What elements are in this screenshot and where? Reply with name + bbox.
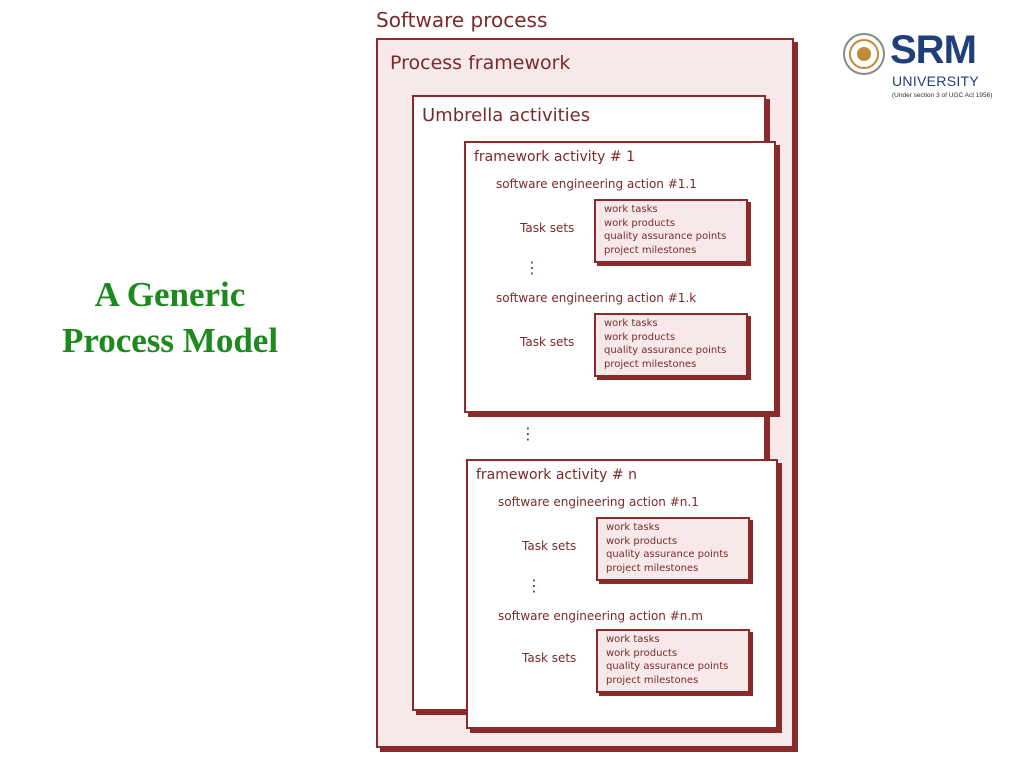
task-set-box: work tasks work products quality assuran… (594, 199, 748, 263)
task-sets-label: Task sets (522, 539, 577, 553)
task-sets-label: Task sets (520, 335, 575, 349)
task-set-box: work tasks work products quality assuran… (596, 517, 750, 581)
task-item: work tasks (604, 204, 658, 215)
task-item: work products (604, 331, 676, 343)
task-set-box: work tasks work products quality assuran… (596, 629, 750, 693)
task-item: project milestones (606, 562, 699, 574)
software-process-label: Software process (376, 8, 548, 32)
task-set-box: work tasks work products quality assuran… (594, 313, 748, 377)
slide-title-line-2: Process Model (61, 321, 279, 360)
process-framework-label: Process framework (390, 52, 571, 74)
framework-activity-title: framework activity # 1 (474, 149, 635, 165)
framework-activity-title: framework activity # n (476, 467, 637, 483)
task-sets-label: Task sets (522, 651, 577, 665)
task-item: work tasks (604, 318, 658, 329)
task-item: quality assurance points (604, 231, 727, 242)
task-item: quality assurance points (606, 661, 729, 672)
task-item: work products (604, 217, 676, 229)
se-action-title: software engineering action #1.k (496, 291, 697, 305)
task-item: work tasks (606, 522, 660, 533)
se-action-title: software engineering action #n.m (498, 609, 703, 623)
se-action-title: software engineering action #n.1 (498, 495, 699, 509)
university-seal-icon (843, 33, 885, 75)
task-item: project milestones (604, 244, 697, 256)
logo-subtitle: (Under section 3 of UGC Act 1956) (892, 92, 993, 99)
process-model-diagram: Software process Process framework Umbre… (370, 0, 810, 768)
task-item: work products (606, 647, 678, 659)
vertical-ellipsis: ⋮ (524, 258, 540, 277)
srm-university-logo: SRM UNIVERSITY (Under section 3 of UGC A… (838, 28, 998, 108)
framework-activity-n-box: framework activity # n software engineer… (466, 459, 778, 729)
task-item: project milestones (604, 358, 697, 370)
task-item: project milestones (606, 674, 699, 686)
vertical-ellipsis: ⋮ (526, 576, 542, 595)
task-item: work tasks (606, 634, 660, 645)
se-action-title: software engineering action #1.1 (496, 177, 697, 191)
slide-title-line-1: A Generic (94, 275, 246, 314)
umbrella-activities-label: Umbrella activities (422, 105, 591, 126)
vertical-ellipsis: ⋮ (520, 424, 536, 443)
process-framework-box: Process framework Umbrella activities fr… (376, 38, 794, 748)
task-item: quality assurance points (604, 345, 727, 356)
task-item: quality assurance points (606, 549, 729, 560)
logo-university: UNIVERSITY (892, 73, 980, 89)
umbrella-activities-box: Umbrella activities framework activity #… (412, 95, 778, 729)
logo-name: SRM (890, 28, 977, 72)
slide-title: A Generic Process Model (20, 272, 320, 364)
task-sets-label: Task sets (520, 221, 575, 235)
framework-activity-1-box: framework activity # 1 software engineer… (464, 141, 776, 413)
task-item: work products (606, 535, 678, 547)
